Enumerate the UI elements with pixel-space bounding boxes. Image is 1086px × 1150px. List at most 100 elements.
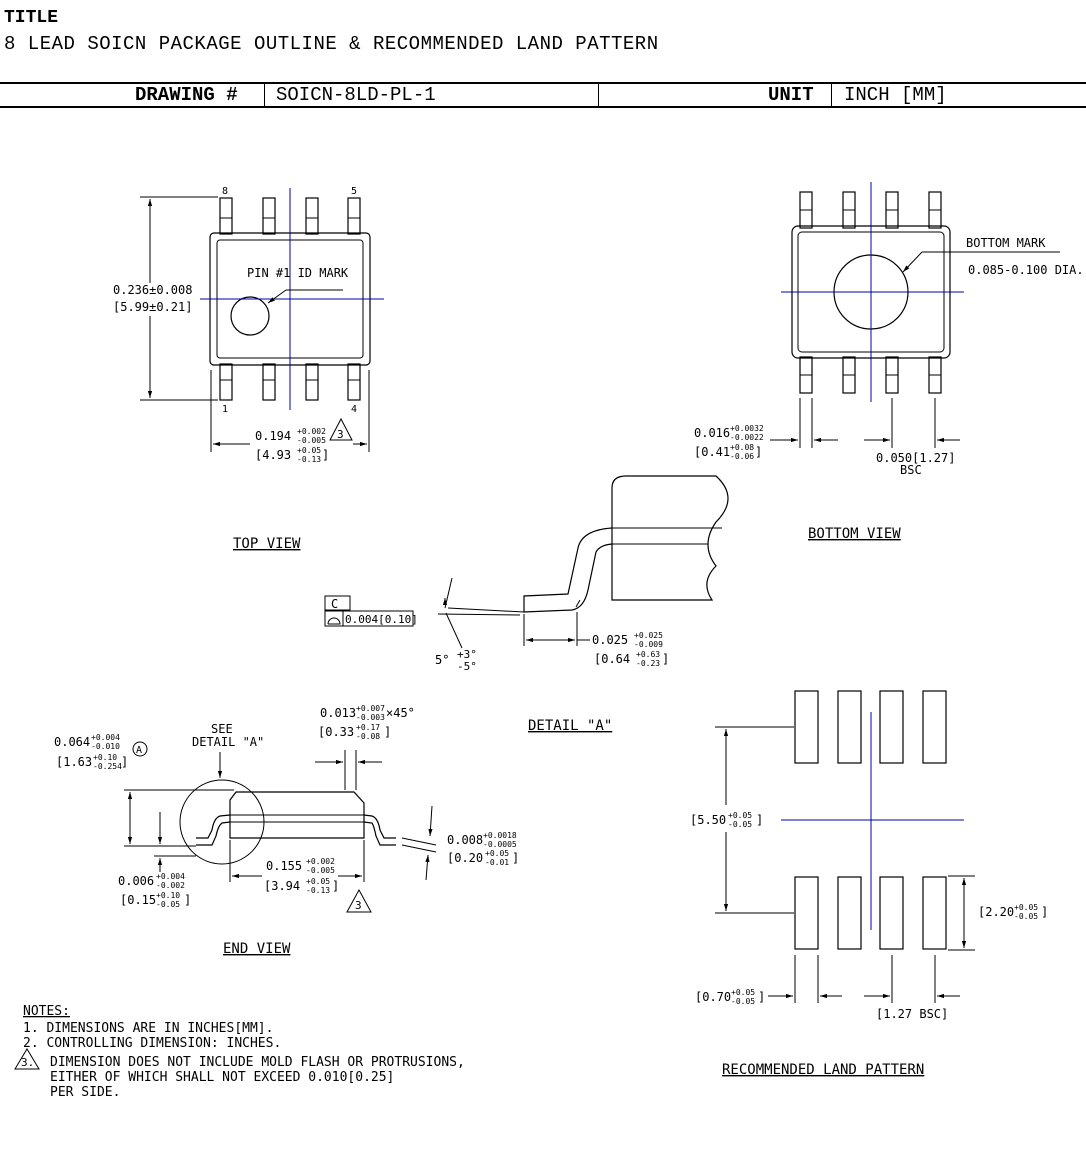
chamfer-mm-minus: -0.08: [356, 732, 380, 741]
standoff-in-plus: +0.004: [156, 872, 185, 881]
land-pad-len: [2.20: [978, 905, 1014, 919]
chamfer-angle: ×45°: [386, 706, 415, 720]
bottom-lead-w-in-minus: -0.0022: [730, 433, 764, 442]
unit-label: UNIT: [768, 84, 814, 106]
bottom-mark-leader: [902, 251, 923, 273]
land-pad-w-close: ]: [758, 990, 765, 1004]
unit-value: INCH [MM]: [844, 84, 947, 106]
end-view-lead-left: [196, 814, 231, 846]
end-height-in: 0.064: [54, 735, 90, 749]
top-width-in-plus: +0.002: [297, 427, 326, 436]
lead-t-in-plus: +0.0018: [483, 831, 517, 840]
end-height-ref: A: [136, 745, 142, 756]
header-divider: [264, 84, 265, 106]
top-width-note-ref: 3: [337, 428, 344, 441]
top-width-mm-close: ]: [322, 448, 329, 462]
notes-heading: NOTES:: [23, 1004, 70, 1019]
chamfer-in-minus: -0.003: [356, 713, 385, 722]
land-pattern-caption: RECOMMENDED LAND PATTERN: [722, 1062, 924, 1078]
end-body-w-in-minus: -0.005: [306, 866, 335, 875]
pin-id-mark-label: PIN #1 ID MARK: [247, 266, 349, 280]
lead-angle: 5°: [435, 653, 449, 667]
foot-length-in-plus: +0.025: [634, 631, 663, 640]
note3-triangle: [14, 1048, 40, 1070]
bottom-lead-w-in-plus: +0.0032: [730, 424, 764, 433]
lead-angle-arc: [444, 577, 453, 609]
lead-t-mm-plus: +0.05: [485, 849, 509, 858]
pin-1-label: 1: [222, 404, 228, 415]
foot-length-mm-minus: -0.23: [636, 659, 660, 668]
foot-length-mm: [0.64: [594, 652, 630, 666]
header-bar: DRAWING # SOICN-8LD-PL-1 UNIT INCH [MM]: [0, 82, 1086, 108]
note-3b: EITHER OF WHICH SHALL NOT EXCEED 0.010[0…: [50, 1070, 394, 1085]
chamfer-mm: [0.33: [318, 725, 354, 739]
foot-length-mm-plus: +0.63: [636, 650, 660, 659]
lead-t-mm-close: ]: [512, 851, 519, 865]
note-2: 2. CONTROLLING DIMENSION: INCHES.: [23, 1036, 281, 1051]
end-view-body: [229, 791, 365, 839]
land-pad-len-plus: +0.05: [1014, 903, 1038, 912]
lead-angle-plus: +3°: [457, 648, 477, 661]
note-1: 1. DIMENSIONS ARE IN INCHES[MM].: [23, 1021, 273, 1036]
land-pad-len-close: ]: [1041, 905, 1048, 919]
land-span-minus: -0.05: [728, 820, 752, 829]
chamfer-in: 0.013: [320, 706, 356, 720]
flatness-frame: [324, 610, 414, 627]
land-pads-bottom: [794, 876, 947, 950]
top-width-in: 0.194: [255, 429, 291, 443]
pin-5-label: 5: [351, 186, 357, 197]
end-body-w-mm: [3.94: [264, 879, 300, 893]
standoff-in-minus: -0.002: [156, 881, 185, 890]
bottom-lead-w-mm-plus: +0.08: [730, 443, 754, 452]
datum-c-label: C: [331, 597, 338, 611]
note-3c: PER SIDE.: [50, 1085, 120, 1100]
lead-t-in: 0.008: [447, 833, 483, 847]
detail-a-body: [611, 475, 729, 601]
detail-a-lead: [523, 527, 613, 613]
note-3-num: 3.: [21, 1056, 34, 1069]
land-pad-w-minus: -0.05: [731, 997, 755, 1006]
standoff-mm-minus: -0.05: [156, 900, 180, 909]
drawing-number-label: DRAWING #: [135, 84, 238, 106]
bottom-view-caption: BOTTOM VIEW: [808, 526, 901, 542]
lead-t-in-minus: -0.0005: [483, 840, 517, 849]
end-height-mm: [1.63: [56, 755, 92, 769]
land-pad-len-minus: -0.05: [1014, 912, 1038, 921]
top-view-leads: [219, 197, 361, 401]
bottom-pitch-bsc: BSC: [900, 463, 922, 477]
end-height-mm-minus: -0.254: [93, 762, 122, 771]
bottom-mark-label: BOTTOM MARK: [966, 236, 1046, 250]
land-span-plus: +0.05: [728, 811, 752, 820]
land-span: [5.50: [690, 813, 726, 827]
notes: NOTES: 1. DIMENSIONS ARE IN INCHES[MM]. …: [14, 1004, 465, 1100]
header-divider: [831, 84, 832, 106]
top-view-caption: TOP VIEW: [233, 536, 301, 552]
lead-t-mm: [0.20: [447, 851, 483, 865]
end-height-in-minus: -0.010: [91, 742, 120, 751]
land-pad-w-plus: +0.05: [731, 988, 755, 997]
detail-a-caption: DETAIL "A": [528, 718, 612, 734]
end-height-mm-close: ]: [121, 755, 128, 769]
top-width-in-minus: -0.005: [297, 436, 326, 445]
flatness-symbol: [327, 617, 341, 625]
end-body-w-mm-close: ]: [332, 879, 339, 893]
pin1-id-mark-circle: [230, 296, 270, 336]
end-height-in-plus: +0.004: [91, 733, 120, 742]
flatness-value: 0.004[0.10]: [345, 613, 418, 626]
detail-a: C 0.004[0.10] 5° +3° -5° 0.025 +0.025 -0…: [324, 475, 729, 734]
chamfer-in-plus: +0.007: [356, 704, 385, 713]
top-width-mm-minus: -0.13: [297, 455, 321, 464]
bottom-view: BOTTOM MARK 0.085-0.100 DIA. 0.016 +0.00…: [694, 182, 1084, 542]
end-height-ref-circle: [132, 741, 148, 757]
pin-id-leader-arrow: [267, 289, 287, 304]
bottom-view-leads: [799, 191, 942, 394]
land-pads-top: [794, 690, 947, 764]
end-body-w-ref: 3: [355, 899, 362, 912]
header-divider: [598, 84, 599, 106]
end-view-caption: END VIEW: [223, 941, 291, 957]
bottom-mark-dia: 0.085-0.100 DIA.: [968, 263, 1084, 277]
note3-ref-triangle: [346, 888, 372, 913]
datum-c-box: [324, 595, 351, 611]
lead-angle-minus: -5°: [457, 660, 477, 673]
